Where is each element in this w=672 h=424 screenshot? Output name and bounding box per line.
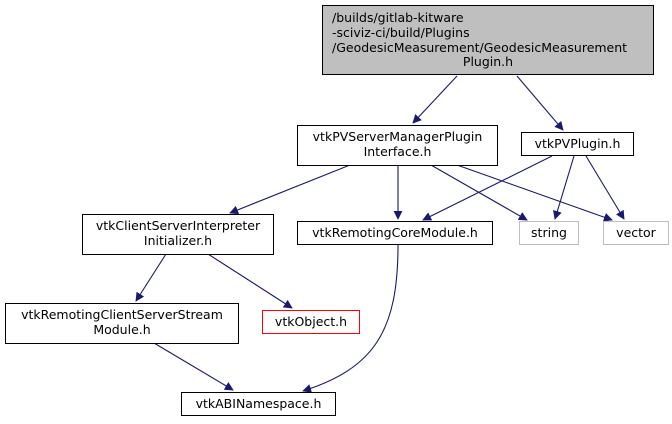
node-label: string: [531, 225, 567, 240]
node-label: -sciviz-ci/build/Plugins: [332, 25, 470, 40]
node-string: string: [519, 221, 579, 245]
node-label: vtkRemotingCoreModule.h: [312, 225, 478, 240]
node-vector: vector: [603, 221, 669, 245]
node-label: vtkObject.h: [275, 314, 347, 329]
edge-root-plugin: [516, 75, 564, 131]
node-label: Plugin.h: [463, 54, 513, 69]
node-ifc[interactable]: vtkPVServerManagerPlugin Interface.h: [297, 125, 498, 166]
node-label: vtkABINamespace.h: [196, 396, 322, 411]
node-object: vtkObject.h: [262, 310, 360, 334]
node-label: Initializer.h: [144, 233, 212, 248]
edge-ifc-csi: [229, 164, 351, 215]
edge-plugin-core: [422, 155, 553, 221]
node-plugin[interactable]: vtkPVPlugin.h: [521, 132, 634, 156]
edge-plugin-vector: [585, 155, 625, 220]
edge-plugin-string: [553, 155, 575, 220]
edge-csi-stream: [135, 253, 167, 302]
node-core[interactable]: vtkRemotingCoreModule.h: [297, 221, 493, 245]
node-label: Module.h: [93, 322, 150, 337]
edge-core-abi: [302, 244, 399, 393]
node-label: vtkPVPlugin.h: [535, 136, 621, 151]
node-label: vtkRemotingClientServerStream: [21, 307, 223, 322]
node-label: /GeodesicMeasurement/GeodesicMeasurement: [332, 40, 627, 55]
node-stream[interactable]: vtkRemotingClientServerStream Module.h: [5, 303, 239, 344]
node-label: Interface.h: [364, 144, 432, 159]
node-root[interactable]: /builds/gitlab-kitware -sciviz-ci/build/…: [322, 5, 654, 75]
edge-root-ifc: [412, 75, 458, 124]
node-label: vtkPVServerManagerPlugin: [313, 129, 483, 144]
edge-stream-abi: [153, 342, 234, 391]
node-label: vtkClientServerInterpreter: [96, 218, 261, 233]
node-label: vector: [616, 225, 657, 240]
node-csi[interactable]: vtkClientServerInterpreter Initializer.h: [82, 214, 274, 255]
edge-ifc-vector: [456, 164, 613, 222]
edge-csi-object: [207, 253, 293, 309]
node-label: /builds/gitlab-kitware: [332, 10, 464, 25]
node-abi[interactable]: vtkABINamespace.h: [181, 392, 336, 416]
